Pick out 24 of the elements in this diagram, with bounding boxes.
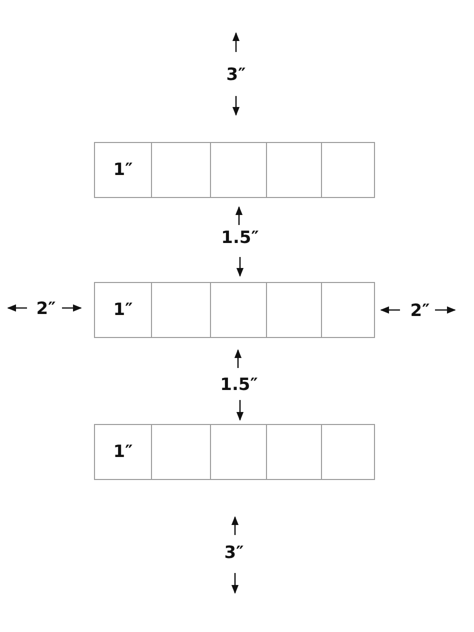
dimension-label: 1.5″ — [220, 375, 258, 395]
grid-square — [266, 282, 322, 338]
grid-square — [151, 282, 211, 338]
grid-square — [151, 424, 211, 480]
grid-square — [94, 424, 152, 480]
grid-square — [321, 282, 375, 338]
dimension-label: 3″ — [226, 65, 246, 85]
dimension-label: 1.5″ — [221, 228, 259, 248]
measurement-label: 1″ — [113, 160, 133, 180]
measurement-label: 1″ — [113, 300, 133, 320]
grid-square — [210, 282, 267, 338]
grid-square — [321, 142, 375, 198]
dimension-label: 2″ — [36, 299, 56, 319]
grid-square — [94, 142, 152, 198]
measurement-label: 1″ — [113, 442, 133, 462]
dimension-label: 3″ — [224, 543, 244, 563]
grid-square — [266, 142, 322, 198]
grid-square — [210, 424, 267, 480]
dimension-label: 2″ — [410, 301, 430, 321]
grid-square — [94, 282, 152, 338]
grid-square — [266, 424, 322, 480]
grid-square — [151, 142, 211, 198]
grid-square — [210, 142, 267, 198]
grid-square — [321, 424, 375, 480]
